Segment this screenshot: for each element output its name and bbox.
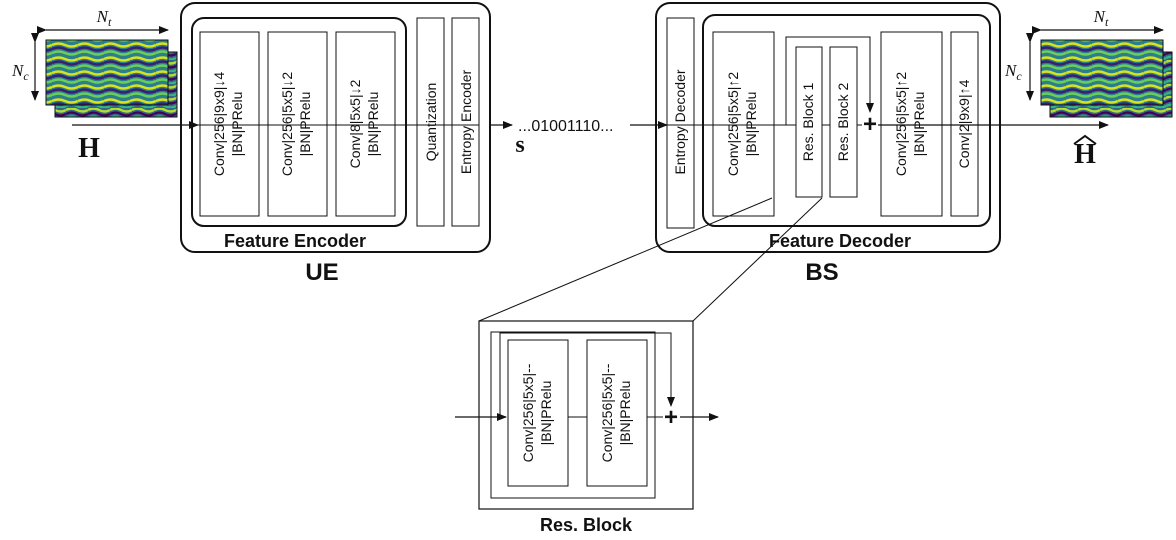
entropy-decoder-label: Entropy Decoder <box>672 69 688 174</box>
bitstream-symbol: s <box>515 132 524 158</box>
decoder-conv-2-label: Conv|256|5x5|↑2|BN|PRelu <box>893 72 927 177</box>
encoder-conv-3-label: Conv|8|5x5|↓2|BN|PRelu <box>347 79 381 168</box>
res-skip-connection <box>499 332 675 417</box>
decoder-conv-1-label: Conv|256|5x5|↑2|BN|PRelu <box>725 72 759 177</box>
plus-icon: + <box>664 404 678 431</box>
entropy-decoder-block <box>666 17 695 229</box>
entropy-encoder-block <box>451 17 480 227</box>
plus-icon: + <box>863 111 877 138</box>
res-block-detail <box>478 320 694 510</box>
input-width-label: Nt <box>96 7 112 29</box>
res-conv-1 <box>507 339 569 487</box>
res-block-1 <box>795 46 823 198</box>
bitstream-label: ...01001110... <box>518 118 613 135</box>
quantization-block <box>416 17 445 227</box>
res-conv-2 <box>586 339 648 487</box>
res-block-2 <box>829 46 858 198</box>
entropy-encoder-label: Entropy Encoder <box>458 70 474 175</box>
decoder-conv-3 <box>950 31 979 217</box>
decoder-conv-3-label: Conv|2|9x9|↑4 <box>956 79 972 168</box>
feature-decoder-label: Feature Decoder <box>769 231 911 251</box>
ue-label: UE <box>305 259 338 286</box>
res-conv-2-label: Conv|256|5x5|--|BN|PRelu <box>599 363 633 462</box>
res-block-2-label: Res. Block 2 <box>835 82 851 161</box>
encoder-conv-2 <box>267 31 328 217</box>
bs-label: BS <box>805 259 838 286</box>
input-height-label: Nc <box>11 61 29 83</box>
quantization-label: Quantization <box>423 83 439 162</box>
res-block-label: Res. Block <box>540 515 633 535</box>
zoom-line-right <box>692 197 823 322</box>
decoder-conv-2 <box>880 31 943 217</box>
encoder-conv-2-label: Conv|256|5x5|↓2|BN|PRelu <box>279 72 313 177</box>
ue-container <box>180 2 491 253</box>
decoder-conv-1 <box>712 31 775 217</box>
res-block-inner <box>490 331 656 499</box>
output-channel-matrix <box>1040 39 1173 118</box>
bs-container <box>655 2 1001 253</box>
encoder-conv-1-label: Conv|256|9x9|↓4|BN|PRelu <box>211 72 245 177</box>
feature-encoder-box <box>191 17 407 227</box>
skip-connection <box>785 36 874 125</box>
input-channel-matrix <box>45 39 178 118</box>
res-block-1-label: Res. Block 1 <box>800 82 816 161</box>
output-symbol: H <box>1074 139 1096 170</box>
output-width-label: Nt <box>1093 7 1109 29</box>
encoder-conv-1 <box>199 31 260 217</box>
input-symbol: H <box>78 133 100 164</box>
feature-encoder-label: Feature Encoder <box>224 231 366 251</box>
feature-decoder-box <box>702 14 991 227</box>
output-height-label: Nc <box>1004 61 1022 83</box>
hat-accent <box>1073 134 1097 145</box>
res-conv-1-label: Conv|256|5x5|--|BN|PRelu <box>520 363 554 462</box>
encoder-conv-3 <box>335 31 396 217</box>
zoom-line-left <box>478 197 773 322</box>
channel-heatmap-icon <box>45 39 169 106</box>
channel-heatmap-icon <box>1040 39 1164 106</box>
